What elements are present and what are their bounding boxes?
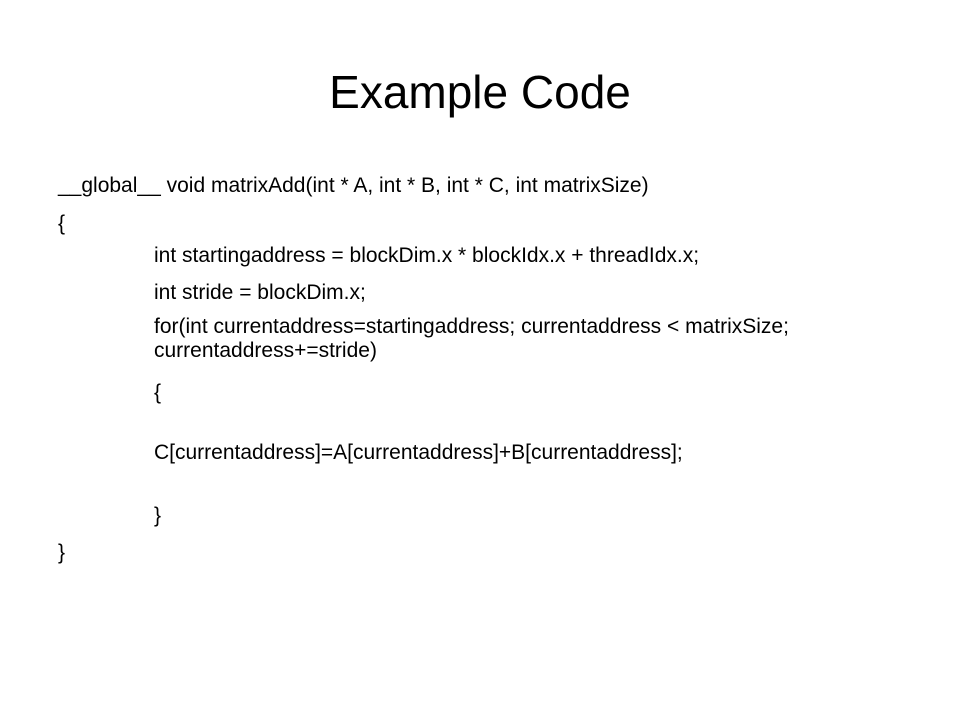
code-line-starting-address: int startingaddress = blockDim.x * block… (154, 244, 700, 267)
code-line-stride: int stride = blockDim.x; (154, 281, 366, 304)
code-line-loop-open-brace: { (154, 381, 162, 404)
code-line-open-brace: { (58, 212, 66, 235)
code-line-close-brace: } (58, 541, 66, 564)
code-line-loop-close-brace: } (154, 504, 162, 527)
code-line-signature: __global__ void matrixAdd(int * A, int *… (58, 174, 649, 197)
slide-title: Example Code (329, 66, 631, 118)
code-line-for-loop: for(int currentaddress=startingaddress; … (154, 315, 789, 362)
code-line-add-statement: C[currentaddress]=A[currentaddress]+B[cu… (154, 441, 683, 464)
